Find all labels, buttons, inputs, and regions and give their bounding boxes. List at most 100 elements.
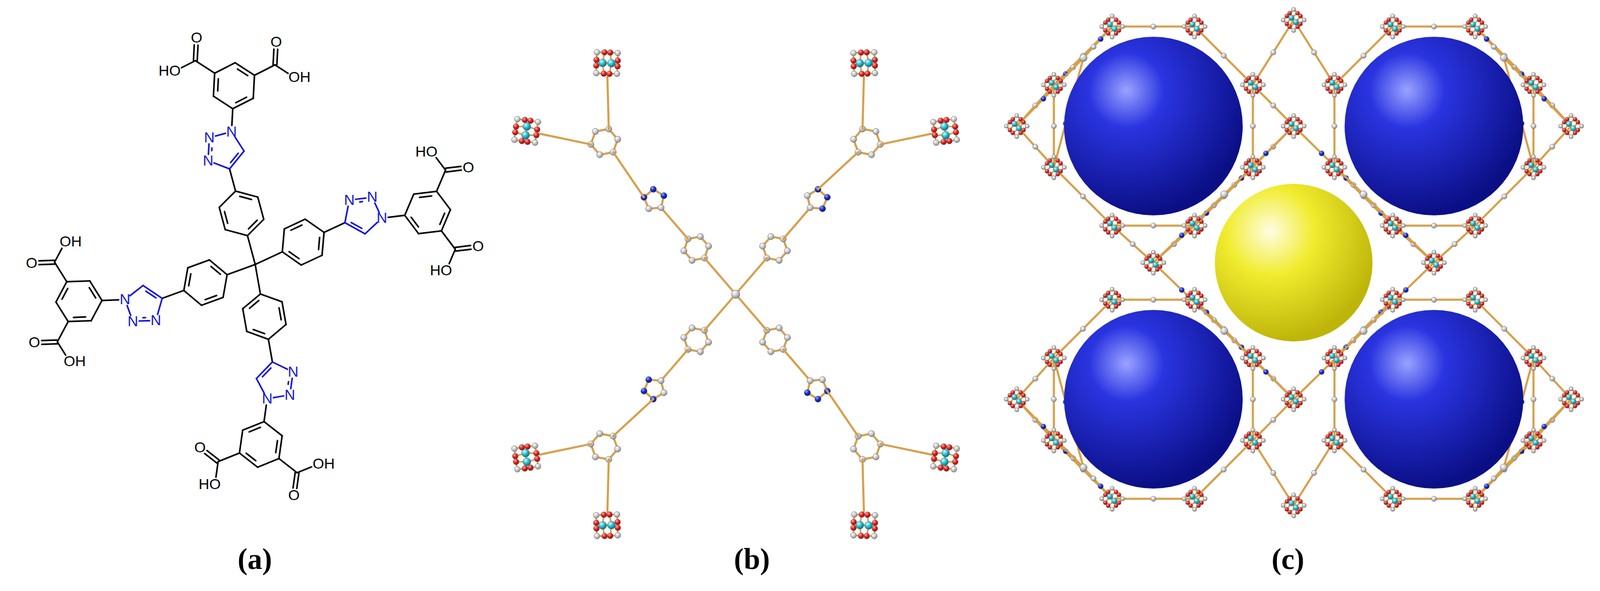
- bond-line: [253, 75, 255, 99]
- copper-atom: [522, 122, 531, 131]
- oxygen-atom: [1394, 304, 1399, 309]
- oxygen-atom: [1325, 169, 1330, 174]
- oxygen-atom: [931, 126, 937, 133]
- bond-line: [229, 168, 236, 191]
- bond-line: [413, 191, 437, 194]
- carbon-atom: [1192, 35, 1197, 40]
- bond-line: [195, 60, 215, 74]
- carbon-atom: [1041, 83, 1046, 88]
- carbon-atom: [1472, 233, 1478, 239]
- ring-atom: [872, 128, 880, 135]
- copper-atom: [864, 521, 873, 530]
- bond-line: [276, 49, 278, 66]
- copper-atom: [1532, 439, 1539, 446]
- oxygen-atom: [600, 70, 607, 77]
- linker-atom: [1150, 496, 1156, 502]
- oxygen-atom: [1047, 158, 1052, 163]
- oxygen-atom: [1394, 291, 1399, 296]
- bond-line: [455, 245, 471, 248]
- oxygen-atom: [1254, 349, 1259, 354]
- carbon-atom: [614, 70, 621, 77]
- oxygen-atom: [1477, 489, 1482, 494]
- copper-atom: [855, 59, 864, 68]
- bond-line: [211, 266, 221, 275]
- oxygen-atom: [1246, 349, 1252, 354]
- carbon-atom: [1390, 212, 1396, 218]
- bond-line: [279, 307, 282, 320]
- carbon-atom: [532, 442, 539, 449]
- oxygen-atom: [1055, 431, 1060, 436]
- oxygen-atom: [850, 63, 857, 70]
- carbon-atom: [1181, 496, 1186, 501]
- triazole-atom: [1318, 150, 1325, 157]
- triazole-atom: [807, 204, 814, 211]
- bond-line: [187, 260, 210, 268]
- oxygen-atom: [1384, 500, 1389, 505]
- oxygen-atom: [521, 465, 528, 472]
- oxygen-atom: [1562, 401, 1567, 406]
- oxygen-atom: [1188, 17, 1193, 23]
- bond-line: [351, 222, 362, 229]
- oxygen-atom: [1055, 363, 1060, 368]
- linker-atom: [1130, 241, 1136, 247]
- bond-line: [365, 222, 378, 234]
- oxygen-atom: [1328, 76, 1333, 81]
- ring-atom: [784, 247, 791, 254]
- oxygen-atom: [1188, 489, 1193, 494]
- oxygen-atom: [864, 70, 871, 77]
- triazole-atom: [1483, 483, 1490, 490]
- linker-atom: [1270, 49, 1276, 56]
- carbon-atom: [1541, 356, 1546, 361]
- carbon-atom: [1120, 496, 1125, 501]
- oxygen-atom: [1573, 117, 1578, 122]
- carbon-atom: [1472, 14, 1478, 19]
- carbon-atom: [1062, 438, 1067, 443]
- linker-atom: [1360, 53, 1367, 59]
- copper-atom: [1053, 357, 1059, 364]
- oxygen-atom: [1106, 489, 1111, 494]
- oxygen-atom: [1196, 291, 1201, 296]
- bond-stick: [1016, 399, 1055, 441]
- oxygen-atom: [850, 524, 857, 531]
- copper-atom: [1391, 224, 1398, 231]
- carbon-atom: [1099, 223, 1104, 228]
- triazole-atom: [804, 389, 811, 397]
- oxygen-atom: [1527, 76, 1532, 81]
- triazole-atom: [819, 205, 826, 212]
- oxygen-atom: [1113, 230, 1119, 235]
- bond-line: [207, 450, 220, 461]
- oxygen-atom: [524, 138, 531, 145]
- bond-line: [436, 170, 446, 192]
- carbon-atom: [850, 532, 857, 539]
- carbon-atom: [1332, 93, 1337, 98]
- carbon-atom: [614, 49, 621, 56]
- bond-stick: [880, 444, 933, 455]
- carbon-atom: [1110, 486, 1115, 491]
- carbon-atom: [1390, 233, 1396, 239]
- central-carbon: [1079, 54, 1088, 62]
- copper-atom: [1048, 79, 1055, 86]
- carbon-atom: [1531, 175, 1536, 180]
- bond-line: [274, 64, 288, 74]
- oxygen-atom: [1045, 442, 1050, 447]
- bond-line: [322, 232, 325, 256]
- oxygen-atom: [1196, 489, 1201, 494]
- oxygen-atom: [1466, 301, 1471, 306]
- oxygen-atom: [1103, 28, 1108, 33]
- bond-line: [282, 229, 285, 253]
- framework-packing: [1004, 7, 1584, 519]
- copper-atom: [864, 58, 873, 67]
- ring-atom: [596, 430, 603, 437]
- triazole-atom: [1483, 36, 1490, 42]
- bond-line: [256, 362, 273, 379]
- oxygen-atom: [1573, 390, 1578, 395]
- carbon-atom: [1579, 124, 1584, 129]
- copper-atom: [1387, 21, 1394, 28]
- bond-stick: [783, 349, 811, 381]
- carbon-atom: [1110, 507, 1115, 512]
- copper-atom: [1333, 166, 1340, 173]
- oxygen-atom: [850, 57, 857, 64]
- bond-line: [273, 396, 284, 398]
- bond-line: [214, 62, 235, 74]
